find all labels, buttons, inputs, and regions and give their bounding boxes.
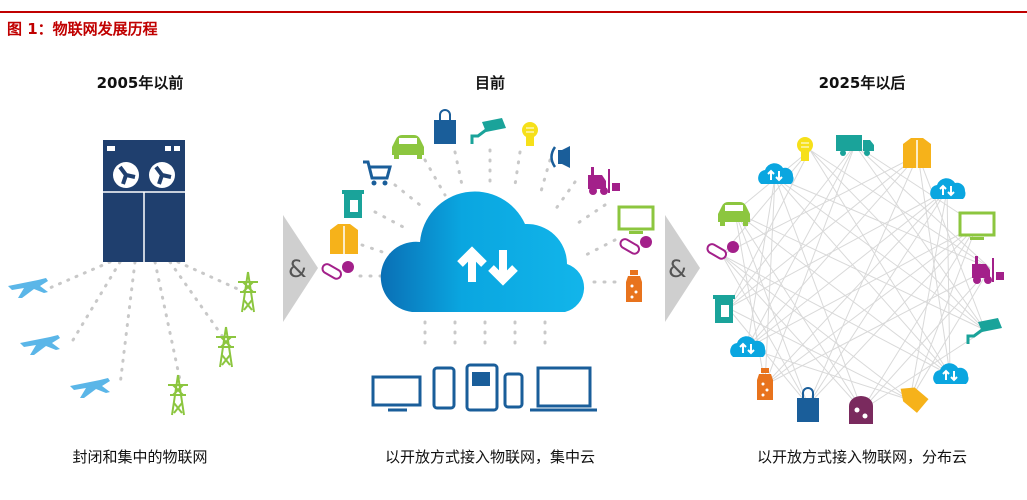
mesh-link [734, 211, 809, 406]
mesh-link [807, 154, 919, 406]
ampersand-label: & [288, 255, 307, 283]
mesh-link [727, 307, 809, 406]
mesh-link [764, 189, 948, 386]
figure-title: 图 1：物联网发展历程 [7, 20, 158, 38]
forklift-icon [588, 167, 620, 195]
monitor-icon [958, 211, 996, 242]
truck-icon [836, 135, 874, 156]
mesh-link [809, 149, 951, 376]
transition-arrow-2: & [665, 215, 700, 322]
server-icon [103, 140, 185, 262]
stage-heading-present: 目前 [474, 74, 506, 92]
bottle-icon [626, 270, 642, 302]
mesh-link [917, 154, 986, 331]
mesh-link [946, 189, 951, 376]
light-bulb-icon [796, 136, 814, 162]
mesh-link [764, 224, 978, 386]
mesh-link [746, 189, 948, 349]
pill-icon [704, 240, 740, 262]
power-tower-icon [215, 326, 237, 368]
cloud-icon [380, 191, 585, 312]
mesh-link [909, 189, 948, 401]
mesh-link [909, 267, 991, 401]
desktop-monitor-icon [371, 375, 422, 412]
power-tower-icon [237, 271, 259, 313]
jacket-icon [329, 223, 359, 255]
cloud-node-icon [729, 335, 767, 358]
coffee-machine-icon [342, 190, 364, 218]
jacket-icon [902, 137, 932, 169]
bottle-icon [757, 368, 773, 400]
shopping-bag-icon [433, 109, 457, 145]
stage-caption-present: 以开放方式接入物联网，集中云 [384, 448, 596, 466]
mesh-link [721, 254, 863, 411]
mesh-link [727, 149, 811, 309]
tablet-icon [465, 363, 499, 412]
airplane-icon [8, 278, 48, 298]
car-icon [718, 202, 750, 226]
cloud-node-icon [757, 162, 795, 185]
forklift-icon [972, 256, 1004, 284]
mesh-link [774, 176, 863, 411]
mesh-link [746, 224, 978, 349]
mesh-link [734, 211, 986, 331]
phone-icon [432, 366, 456, 410]
mesh-link [807, 224, 978, 406]
mesh-link [807, 189, 948, 406]
stage-caption-future: 以开放方式接入物联网，分布云 [756, 448, 968, 466]
mesh-link [861, 224, 978, 411]
mesh-link [721, 149, 811, 256]
mesh-link [809, 149, 986, 331]
bread-icon [849, 396, 873, 424]
mesh-link [764, 144, 856, 386]
mesh-link [721, 254, 809, 406]
airplane-icon [70, 378, 110, 398]
phone-icon [503, 372, 524, 409]
speaker-icon [550, 144, 572, 170]
mesh-link [734, 211, 951, 376]
mesh-link [854, 144, 978, 226]
monitor-icon [617, 205, 655, 236]
stage-caption-past: 封闭和集中的物联网 [72, 448, 208, 466]
pill-icon [319, 260, 355, 282]
mesh-link [854, 144, 991, 269]
transition-arrow-1: & [283, 215, 318, 322]
car-icon [392, 135, 424, 159]
device-row [371, 363, 597, 412]
mesh-link [809, 149, 991, 269]
stage-heading-future: 2025年以后 [818, 74, 906, 92]
mesh-link [774, 176, 986, 331]
pill-icon [617, 235, 653, 257]
mesh-link [734, 211, 863, 411]
mesh-link [774, 176, 991, 269]
cctv-camera-icon [470, 116, 508, 146]
coffee-machine-icon [713, 295, 735, 323]
mesh-link [721, 254, 911, 401]
ampersand-label: & [668, 255, 687, 283]
light-bulb-icon [521, 121, 539, 147]
cloud-node-icon [929, 177, 967, 200]
power-tower-icon [167, 374, 189, 416]
shopping-cart-icon [361, 160, 392, 187]
laptop-icon [530, 366, 597, 412]
mesh-link [727, 144, 856, 309]
mesh-link [721, 154, 919, 256]
mesh-link [727, 307, 911, 401]
airplane-icon [20, 335, 60, 355]
future-mesh-links [721, 144, 991, 411]
past-dotted-links [43, 260, 242, 387]
mesh-link [764, 176, 776, 386]
stage-heading-past: 2005年以前 [96, 74, 184, 92]
mesh-link [746, 176, 776, 349]
mesh-link [861, 329, 986, 411]
mesh-link [909, 224, 978, 401]
top-rule [0, 11, 1027, 13]
